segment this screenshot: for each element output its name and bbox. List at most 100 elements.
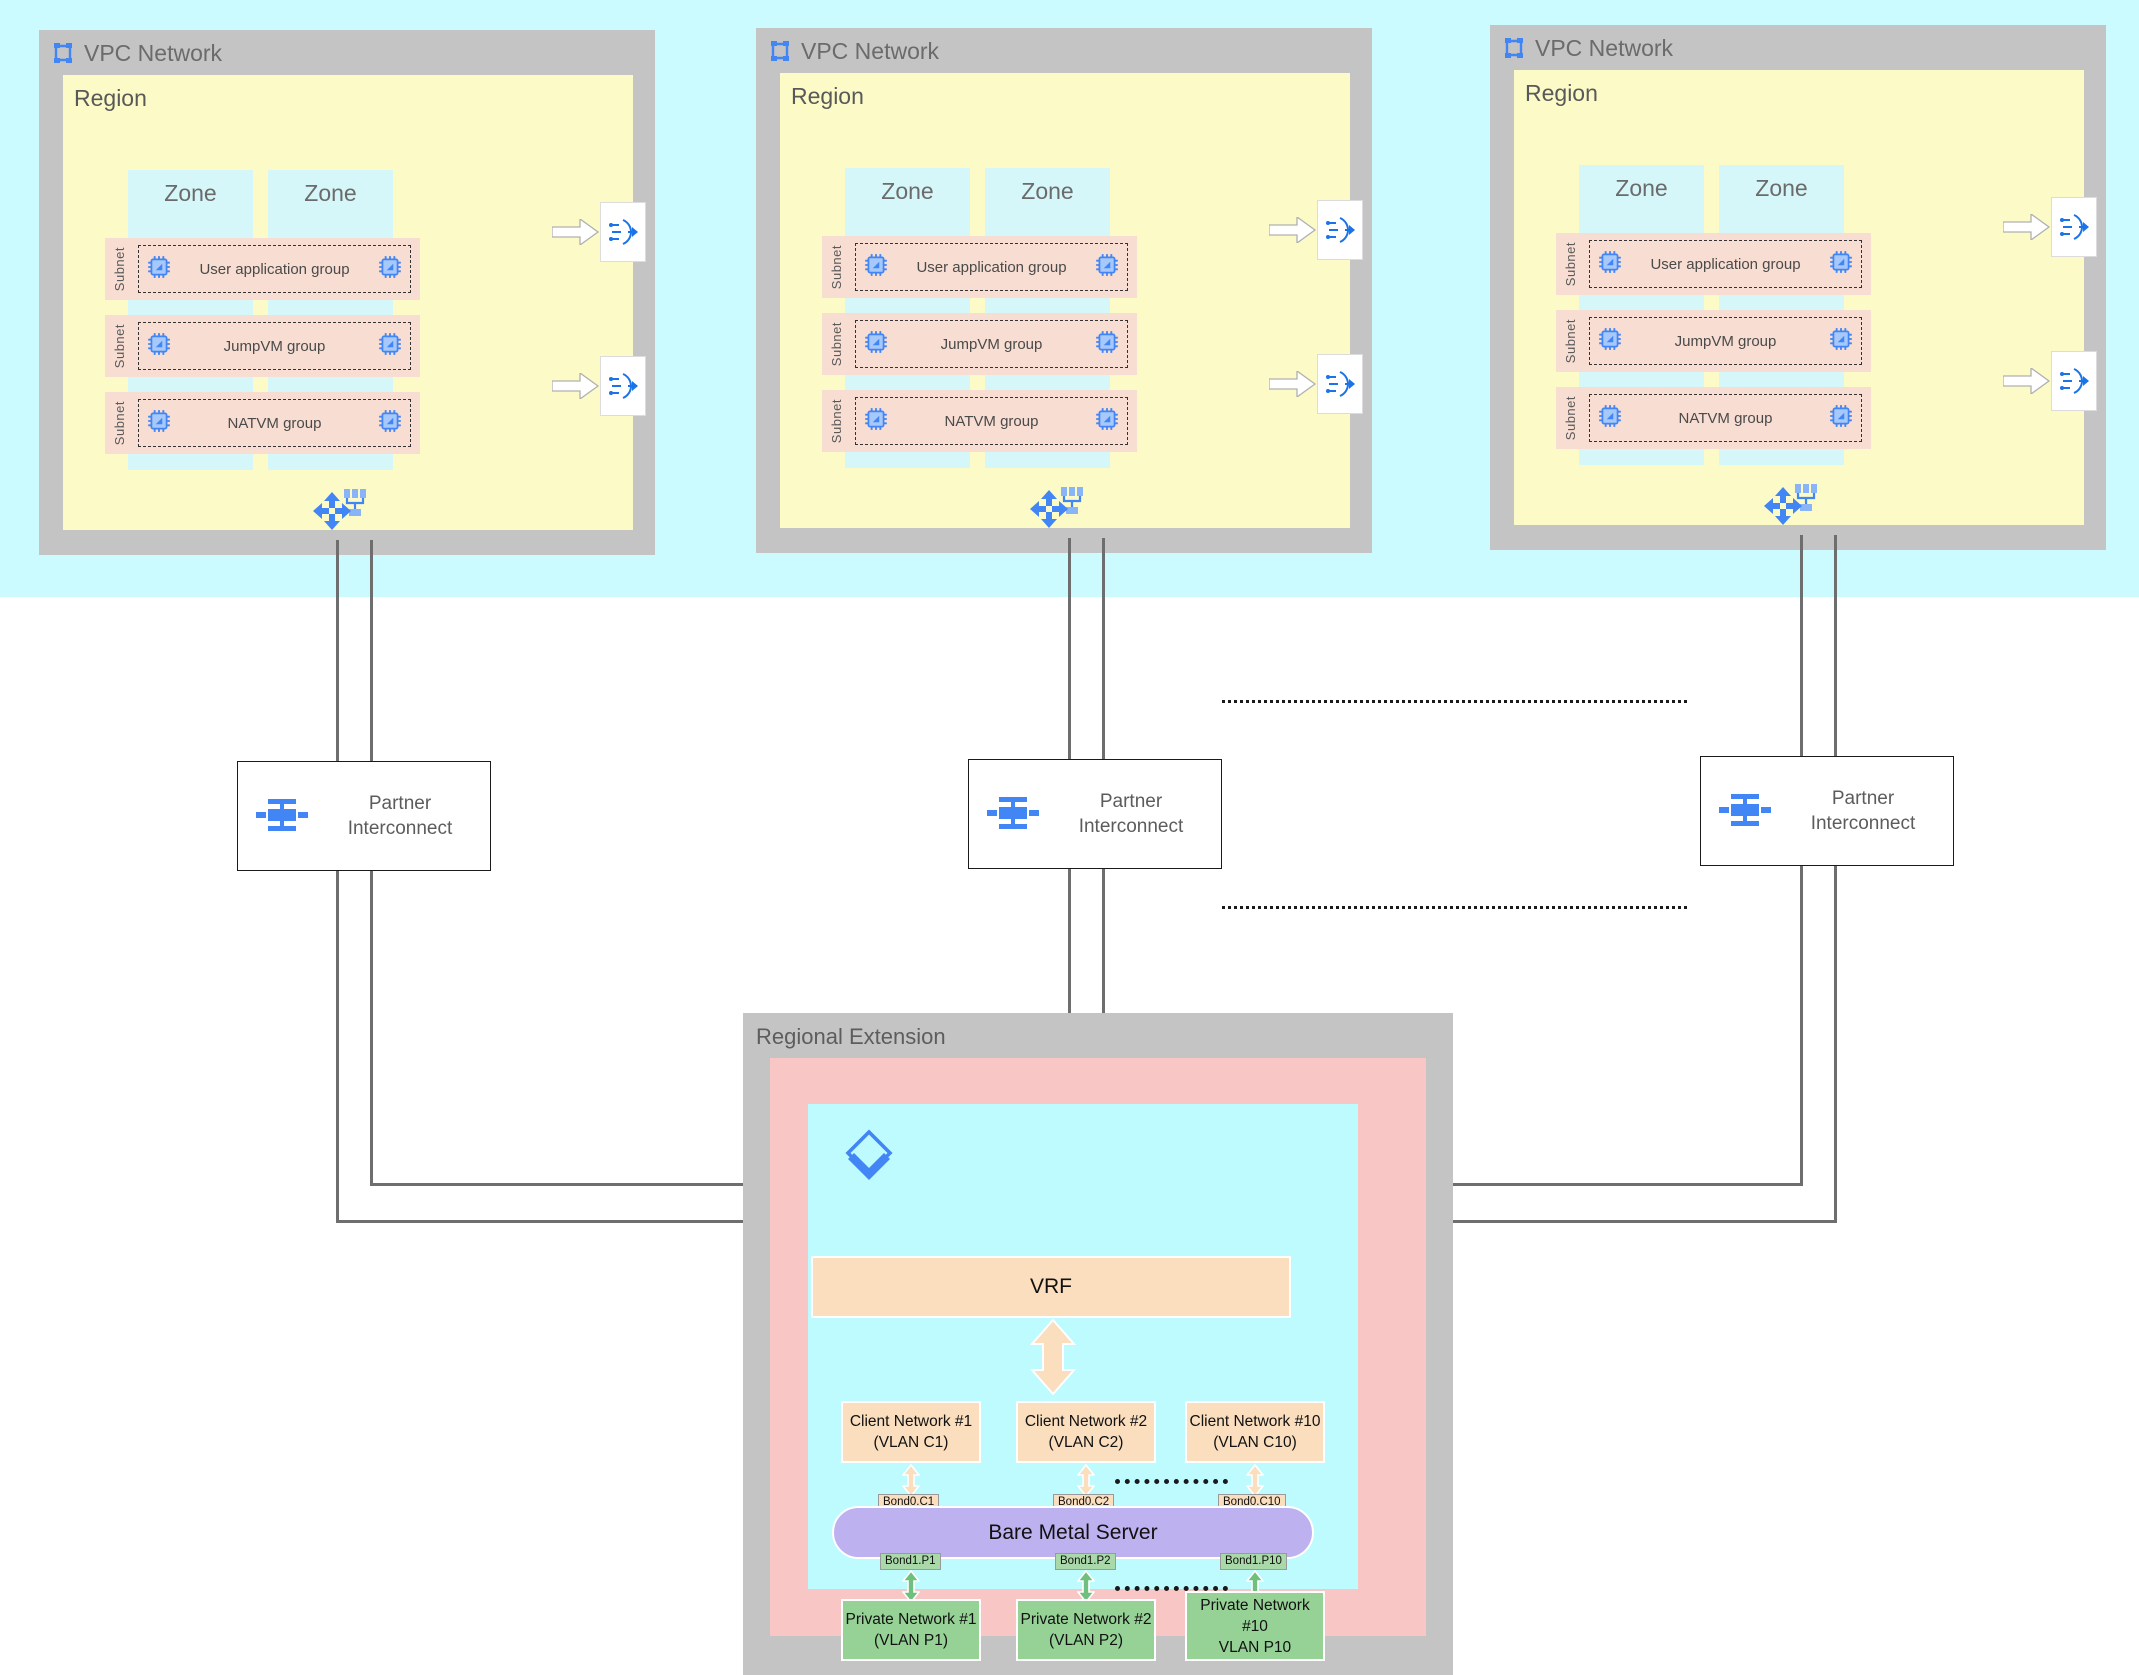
vm-icon	[1094, 329, 1120, 360]
client-ellipsis	[1115, 1479, 1228, 1484]
vpc-network-1: VPC Network Region Zone Zone Subnet User…	[39, 30, 655, 555]
vpc-title: VPC Network	[801, 38, 940, 64]
connector-line	[370, 871, 373, 1186]
subnet-label: Subnet	[829, 398, 844, 444]
group-label: JumpVM group	[223, 337, 326, 355]
private-network-number: #10	[1242, 1617, 1268, 1635]
cloud-nat-card	[600, 356, 646, 416]
bond-tag: Bond1.P10	[1220, 1553, 1287, 1570]
private-network-title: Private Network #2	[1020, 1611, 1152, 1628]
connector-line	[1800, 866, 1803, 1186]
vm-icon	[1828, 403, 1854, 434]
subnet-jumpvm: Subnet JumpVM group	[1556, 310, 1871, 372]
instance-group-box: JumpVM group	[1589, 317, 1862, 365]
region-label: Region	[74, 85, 147, 111]
subnet-label: Subnet	[1563, 318, 1578, 364]
connector-line	[336, 871, 339, 1223]
interconnect-icon	[985, 789, 1041, 840]
regional-extension-container: Regional Extension VRF Client Network #1	[743, 1013, 1453, 1675]
client-network-card-2[interactable]: Client Network #2 (VLAN C2)	[1016, 1401, 1156, 1463]
client-network-title: Client Network #10	[1189, 1413, 1321, 1430]
vpc-network-icon	[767, 38, 793, 69]
client-network-card-1[interactable]: Client Network #1 (VLAN C1)	[841, 1401, 981, 1463]
subnet-user-application: Subnet User application group	[1556, 233, 1871, 295]
cloud-nat-icon	[1326, 217, 1355, 243]
vm-icon	[146, 408, 172, 439]
region-container: Region Zone Zone Subnet User application…	[1514, 70, 2084, 525]
vm-icon	[146, 331, 172, 362]
network-switch-icon	[1789, 480, 1823, 519]
interconnect-icon	[254, 791, 310, 842]
bond-tag: Bond1.P2	[1055, 1553, 1116, 1570]
instance-group-box: NATVM group	[138, 399, 411, 447]
instance-group-box: JumpVM group	[855, 320, 1128, 368]
subnet-natvm: Subnet NATVM group	[105, 392, 420, 454]
regional-extension-inner-pink: VRF Client Network #1 (VLAN C1) Client N…	[770, 1058, 1426, 1661]
private-network-title: Private Network	[1200, 1596, 1310, 1614]
client-link-arrow	[902, 1464, 920, 1497]
bare-metal-server[interactable]: Bare Metal Server	[832, 1506, 1314, 1559]
regional-extension-title: Regional Extension	[756, 1024, 946, 1049]
ellipsis-separator-top	[1222, 700, 1687, 703]
private-network-vlan: (VLAN P1)	[873, 1632, 949, 1649]
group-label: NATVM group	[1678, 409, 1773, 427]
client-network-title: Client Network #1	[849, 1413, 973, 1430]
subnet-user-application: Subnet User application group	[105, 238, 420, 300]
vpc-title: VPC Network	[84, 40, 223, 66]
client-network-card-10[interactable]: Client Network #10 (VLAN C10)	[1185, 1401, 1325, 1463]
client-link-arrow	[1077, 1464, 1095, 1497]
connector-line	[1068, 538, 1071, 760]
vrf-box[interactable]: VRF	[811, 1256, 1291, 1318]
cloud-nat-card	[2051, 351, 2097, 411]
subnet-label: Subnet	[829, 244, 844, 290]
region-label: Region	[791, 83, 864, 109]
zone-a-label: Zone	[881, 178, 934, 204]
vm-icon	[863, 252, 889, 283]
private-network-card-10[interactable]: Private Network #10 VLAN P10	[1185, 1591, 1325, 1661]
interconnect-icon	[1717, 786, 1773, 837]
regional-extension-inner-cyan: VRF Client Network #1 (VLAN C1) Client N…	[808, 1104, 1358, 1603]
bond-tag: Bond1.P1	[880, 1553, 941, 1570]
flow-arrow	[1269, 217, 1317, 243]
connector-line	[1834, 866, 1837, 1223]
client-network-vlan: (VLAN C2)	[1048, 1434, 1124, 1451]
client-network-vlan: (VLAN C10)	[1213, 1434, 1297, 1451]
cloud-nat-card	[600, 202, 646, 262]
subnet-natvm: Subnet NATVM group	[1556, 387, 1871, 449]
subnet-jumpvm: Subnet JumpVM group	[822, 313, 1137, 375]
instance-group-box: JumpVM group	[138, 322, 411, 370]
private-network-vlan: VLAN P10	[1218, 1638, 1292, 1656]
bare-metal-server-label: Bare Metal Server	[988, 1520, 1158, 1544]
vm-icon	[1828, 326, 1854, 357]
instance-group-box: User application group	[138, 245, 411, 293]
client-network-vlan: (VLAN C1)	[873, 1434, 949, 1451]
vm-icon	[1597, 403, 1623, 434]
vm-icon	[1828, 249, 1854, 280]
subnet-label: Subnet	[112, 400, 127, 446]
client-network-title: Client Network #2	[1024, 1413, 1148, 1430]
group-label: NATVM group	[944, 412, 1039, 430]
subnet-label: Subnet	[1563, 395, 1578, 441]
network-switch-icon	[1055, 483, 1089, 522]
connector-line	[336, 540, 339, 762]
private-network-card-1[interactable]: Private Network #1 (VLAN P1)	[841, 1599, 981, 1661]
vm-icon	[863, 329, 889, 360]
private-network-title: Private Network #1	[845, 1611, 977, 1628]
cloud-nat-card	[1317, 200, 1363, 260]
subnet-user-application: Subnet User application group	[822, 236, 1137, 298]
cloud-nat-icon	[2060, 368, 2089, 394]
private-network-card-2[interactable]: Private Network #2 (VLAN P2)	[1016, 1599, 1156, 1661]
network-switch-icon	[338, 485, 372, 524]
group-label: JumpVM group	[1674, 332, 1777, 350]
vrf-label: VRF	[1030, 1275, 1072, 1298]
connector-line	[1834, 535, 1837, 757]
vpc-network-3: VPC Network Region Zone Zone Subnet User…	[1490, 25, 2106, 550]
group-label: User application group	[916, 258, 1067, 276]
subnet-label: Subnet	[112, 323, 127, 369]
